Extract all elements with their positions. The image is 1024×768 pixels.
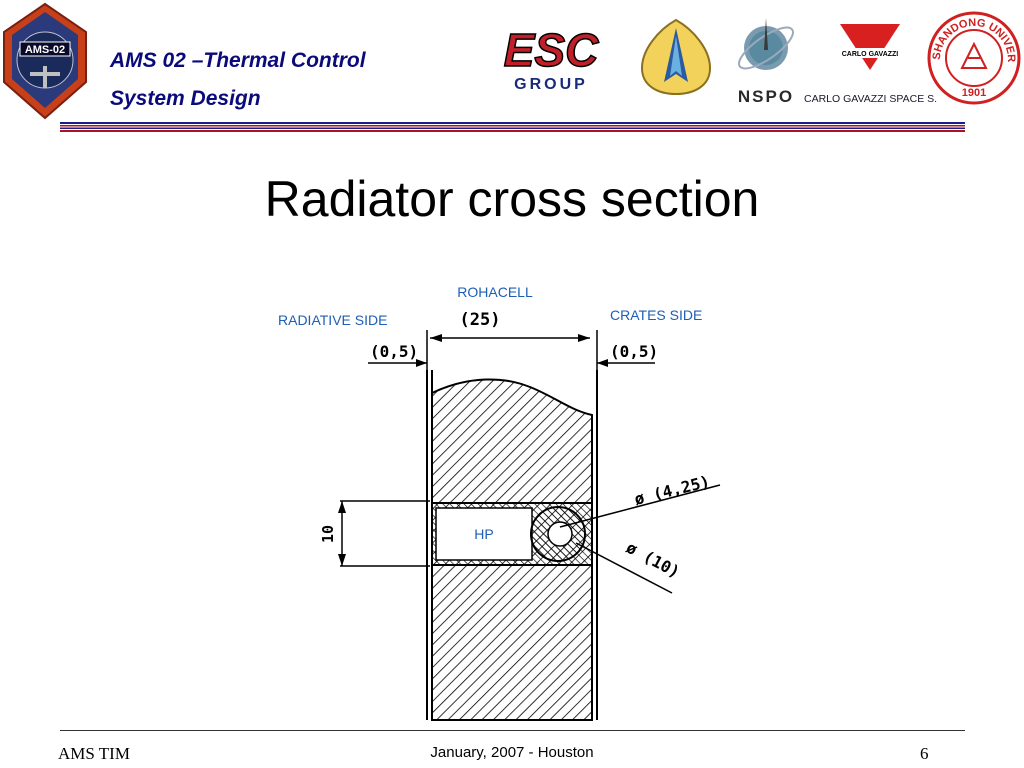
- carlo-gavazzi-mark-text: CARLO GAVAZZI: [842, 51, 899, 58]
- label-radiative-side: RADIATIVE SIDE: [278, 312, 387, 328]
- label-dia-large: ø (10): [623, 538, 683, 582]
- label-rohacell: ROHACELL: [457, 284, 533, 300]
- label-height: 10: [319, 525, 337, 543]
- footer-left-label: AMS TIM: [58, 744, 130, 763]
- agency-emblem-logo: [640, 18, 712, 96]
- label-hp: HP: [474, 526, 493, 542]
- shandong-university-seal: SHANDONG UNIVERSITY 1901: [926, 10, 1021, 105]
- group-logo-text: GROUP: [514, 76, 588, 93]
- label-dia-small: ø (4,25): [632, 472, 711, 509]
- carlo-gavazzi-logo: CARLO GAVAZZI CARLO GAVAZZI SPACE S.: [804, 24, 937, 105]
- seal-year: 1901: [962, 87, 986, 99]
- esc-group-logo: ESC GROUP: [503, 23, 600, 93]
- header-divider: [60, 122, 965, 132]
- slide-page-number: 6: [920, 744, 929, 763]
- label-left-dim: (0,5): [370, 342, 418, 361]
- nspo-logo: NSPO: [738, 18, 794, 106]
- header-title-line1: AMS 02 –Thermal Control: [110, 49, 366, 72]
- label-right-dim: (0,5): [610, 342, 658, 361]
- footer-date-location: January, 2007 - Houston: [430, 744, 594, 761]
- label-rohacell-dim: (25): [460, 310, 501, 330]
- slide-title: Radiator cross section: [264, 171, 760, 227]
- heat-pipe-inner: [547, 521, 573, 547]
- header-title: AMS 02 –Thermal Control System Design: [110, 42, 470, 118]
- badge-text: AMS-02: [25, 44, 65, 56]
- nspo-logo-text: NSPO: [738, 87, 794, 106]
- header-title-line2: System Design: [110, 87, 261, 110]
- ams02-mission-badge: AMS-02: [3, 2, 87, 120]
- footer-divider: [60, 730, 965, 731]
- carlo-gavazzi-caption: CARLO GAVAZZI SPACE S.: [804, 93, 937, 105]
- esc-logo-text: ESC: [504, 24, 599, 76]
- label-crates-side: CRATES SIDE: [610, 307, 702, 323]
- radiator-cross-section-diagram: ROHACELL (25) RADIATIVE SIDE CRATES SIDE…: [278, 284, 721, 721]
